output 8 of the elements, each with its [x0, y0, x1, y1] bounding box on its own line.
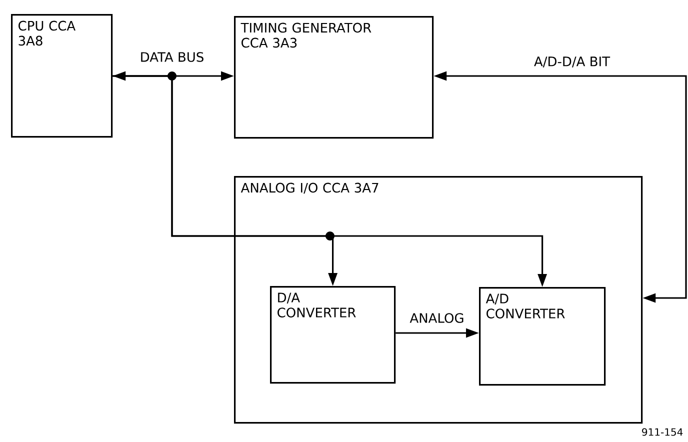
- board-box: TIMING GENERATOR CCA 3A3: [234, 16, 434, 139]
- board-box: CPU CCA 3A8: [11, 14, 113, 138]
- figure-number: 911-154: [642, 428, 683, 436]
- edge-label: DATA BUS: [141, 52, 204, 62]
- converter-box: A/D CONVERTER: [479, 287, 606, 386]
- edge-label: ANALOG: [410, 313, 464, 323]
- edge-label: A/D-D/A BIT: [534, 56, 610, 68]
- converter-box: D/A CONVERTER: [270, 286, 396, 384]
